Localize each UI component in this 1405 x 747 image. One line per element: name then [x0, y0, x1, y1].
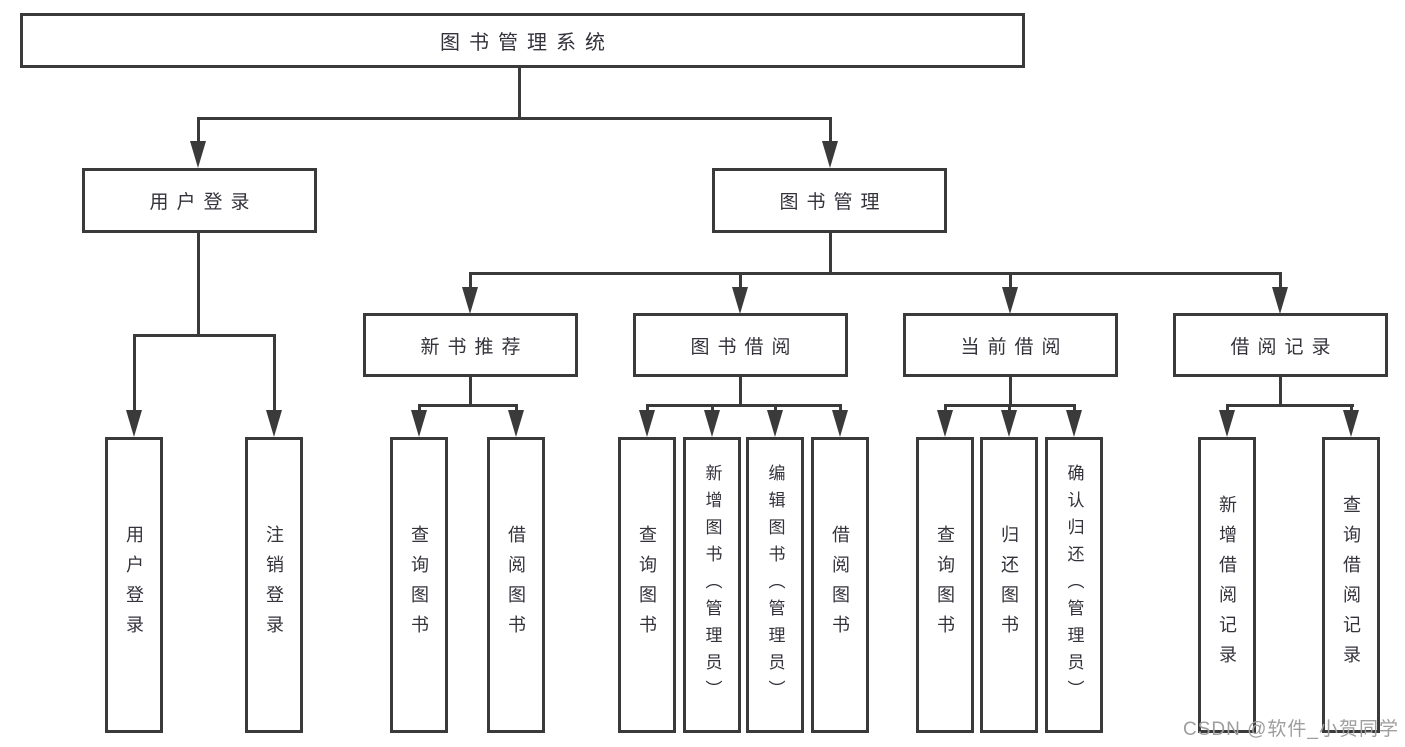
arrow-down-icon: [767, 410, 783, 437]
node-current-borrowing: 当前借阅: [903, 313, 1118, 377]
node-borrowing-records-label: 借阅记录: [1230, 336, 1339, 358]
node-query-borrow-record: 查询借阅记录: [1322, 437, 1380, 733]
node-logout-leaf-label: 注销登录: [264, 525, 284, 645]
node-query-books-borrowing-label: 查询图书: [637, 525, 657, 645]
node-new-book-recommendation: 新书推荐: [363, 313, 578, 377]
connector-drop: [1350, 404, 1353, 412]
arrow-down-icon: [126, 410, 142, 437]
node-user-login-leaf: 用户登录: [105, 437, 163, 733]
csdn-watermark: CSDN @软件_小贺同学: [1183, 719, 1399, 740]
connector-drop-book-management: [829, 117, 832, 143]
node-book-management-label: 图书管理: [779, 192, 888, 213]
arrow-down-icon: [732, 287, 748, 314]
node-query-books-current: 查询图书: [916, 437, 974, 733]
arrow-down-icon: [937, 410, 953, 437]
node-query-borrow-record-label: 查询借阅记录: [1341, 495, 1361, 675]
arrow-down-icon: [1219, 410, 1235, 437]
node-library-system-label: 图书管理系统: [440, 32, 614, 54]
connector-drop: [515, 404, 518, 412]
node-book-management: 图书管理: [712, 168, 947, 233]
node-current-borrowing-label: 当前借阅: [960, 336, 1069, 358]
connector-drop: [1226, 404, 1229, 412]
connector-new-book-branch: [418, 404, 518, 407]
connector-new-book-stub: [469, 377, 472, 406]
node-add-book-admin: 新增图书（管理员）: [683, 437, 741, 733]
node-confirm-return-admin-label: 确认归还（管理员）: [1064, 463, 1084, 707]
arrow-down-icon: [190, 141, 206, 168]
connector-borrow-records-branch: [1226, 404, 1354, 407]
node-book-borrowing-label: 图书借阅: [690, 336, 799, 358]
node-borrow-books-borrowing: 借阅图书: [811, 437, 869, 733]
connector-drop: [774, 404, 777, 412]
node-book-borrowing: 图书借阅: [633, 313, 848, 377]
connector-current-borrowing-stub: [1009, 377, 1012, 406]
node-add-borrow-record: 新增借阅记录: [1198, 437, 1256, 733]
node-borrowing-records: 借阅记录: [1173, 313, 1388, 377]
node-edit-book-admin-label: 编辑图书（管理员）: [765, 463, 785, 707]
arrow-down-icon: [704, 410, 720, 437]
connector-drop: [944, 404, 947, 412]
arrow-down-icon: [462, 287, 478, 314]
node-logout-leaf: 注销登录: [245, 437, 303, 733]
connector-user-login-stub: [197, 233, 200, 336]
connector-book-management-branch: [469, 272, 1281, 275]
connector-drop-borrow-records: [1279, 272, 1282, 290]
node-borrow-books-borrowing-label: 借阅图书: [830, 525, 850, 645]
node-edit-book-admin: 编辑图书（管理员）: [746, 437, 804, 733]
node-user-login: 用户登录: [82, 168, 317, 233]
node-query-books-recommend: 查询图书: [390, 437, 448, 733]
connector-root-stub: [518, 68, 521, 120]
connector-drop: [839, 404, 842, 412]
connector-user-login-branch: [133, 334, 276, 337]
node-add-borrow-record-label: 新增借阅记录: [1217, 495, 1237, 675]
node-borrow-books-recommend: 借阅图书: [487, 437, 545, 733]
arrow-down-icon: [832, 410, 848, 437]
arrow-down-icon: [1343, 410, 1359, 437]
connector-drop-new-book: [469, 272, 472, 290]
connector-drop-logout-leaf: [273, 334, 276, 412]
connector-book-borrowing-branch: [646, 404, 842, 407]
arrow-down-icon: [1066, 410, 1082, 437]
connector-drop: [711, 404, 714, 412]
node-add-book-admin-label: 新增图书（管理员）: [702, 463, 722, 707]
connector-book-borrowing-stub: [739, 377, 742, 406]
node-library-system: 图书管理系统: [20, 13, 1025, 68]
arrow-down-icon: [1272, 287, 1288, 314]
connector-drop-book-borrowing: [739, 272, 742, 290]
node-user-login-leaf-label: 用户登录: [124, 525, 144, 645]
arrow-down-icon: [508, 410, 524, 437]
node-return-books: 归还图书: [980, 437, 1038, 733]
node-query-books-borrowing: 查询图书: [618, 437, 676, 733]
arrow-down-icon: [1001, 410, 1017, 437]
arrow-down-icon: [639, 410, 655, 437]
connector-drop: [1008, 404, 1011, 412]
connector-drop-current-borrowing: [1009, 272, 1012, 290]
connector-book-management-stub: [829, 233, 832, 274]
arrow-down-icon: [822, 141, 838, 168]
node-user-login-label: 用户登录: [149, 192, 258, 213]
connector-borrow-records-stub: [1279, 377, 1282, 406]
node-query-books-current-label: 查询图书: [935, 525, 955, 645]
arrow-down-icon: [266, 410, 282, 437]
connector-drop-user-login: [197, 117, 200, 143]
node-return-books-label: 归还图书: [999, 525, 1019, 645]
arrow-down-icon: [411, 410, 427, 437]
node-query-books-recommend-label: 查询图书: [409, 525, 429, 645]
arrow-down-icon: [1002, 287, 1018, 314]
connector-root-branch: [197, 117, 831, 120]
connector-drop-login-leaf: [133, 334, 136, 412]
node-confirm-return-admin: 确认归还（管理员）: [1045, 437, 1103, 733]
connector-drop: [418, 404, 421, 412]
node-borrow-books-recommend-label: 借阅图书: [506, 525, 526, 645]
connector-drop: [646, 404, 649, 412]
connector-drop: [1073, 404, 1076, 412]
node-new-book-recommendation-label: 新书推荐: [420, 336, 529, 358]
